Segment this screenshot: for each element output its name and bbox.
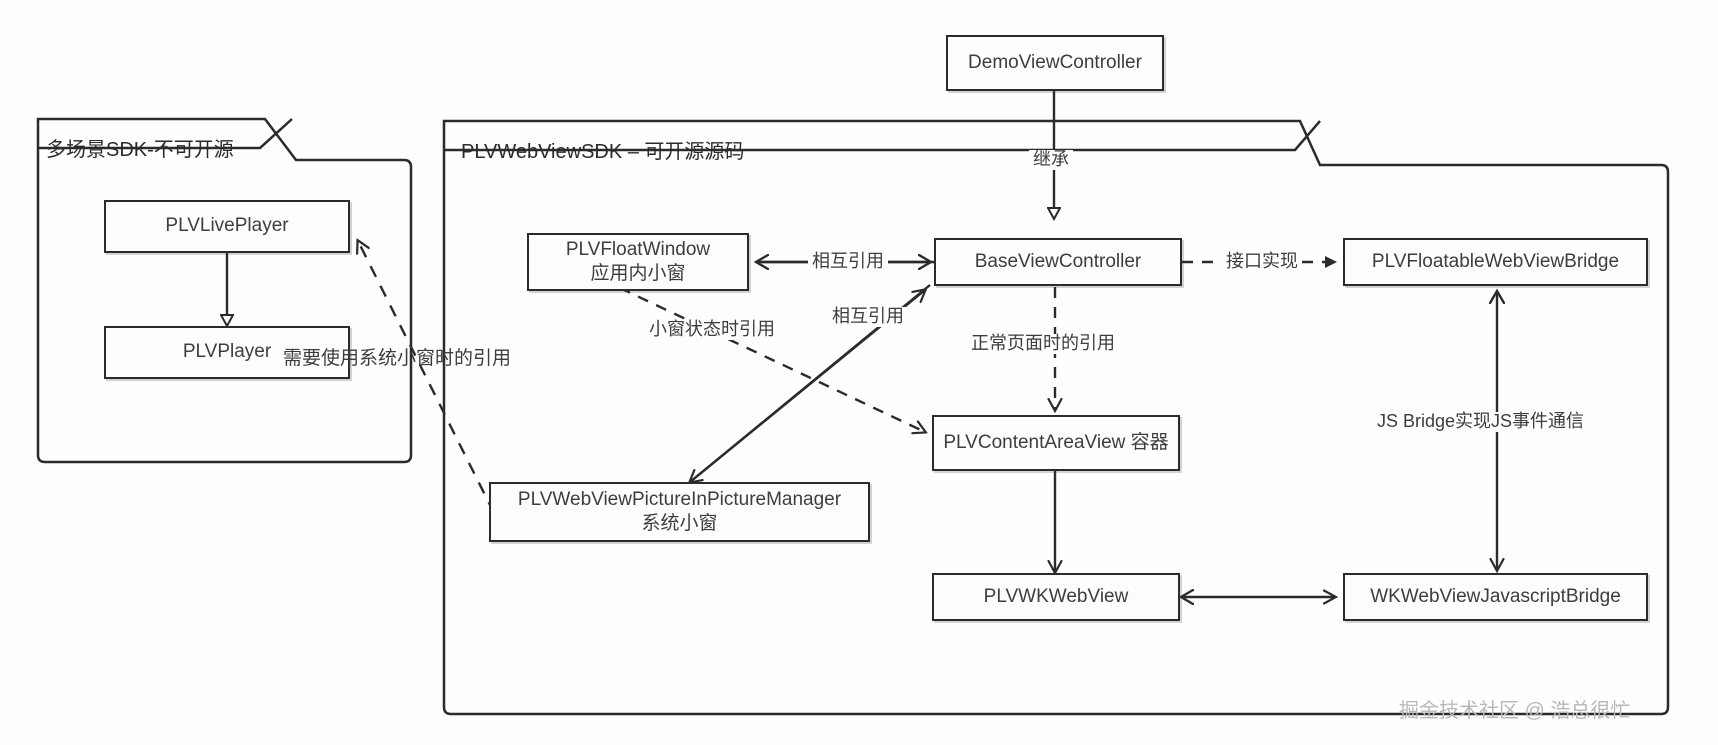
node-label-plv-floatable-webview-bridge: PLVFloatableWebViewBridge bbox=[1371, 250, 1620, 272]
node-label-plv-webview-pip-manager-line1: PLVWebViewPictureInPictureManager bbox=[517, 488, 842, 510]
node-plv-wk-webview[interactable]: PLVWKWebView bbox=[932, 573, 1180, 621]
node-plv-live-player[interactable]: PLVLivePlayer bbox=[104, 200, 350, 253]
node-label-plv-float-window-line2: 应用内小窗 bbox=[590, 263, 686, 284]
edge-float-state-ref bbox=[619, 286, 925, 432]
package-right-outline bbox=[442, 119, 1670, 716]
edge-label-mutual-ref-float: 相互引用 bbox=[808, 251, 888, 272]
node-label-base-view-controller: BaseViewController bbox=[974, 250, 1142, 272]
edge-label-interface-impl: 接口实现 bbox=[1222, 251, 1302, 272]
node-demo-view-controller[interactable]: DemoViewController bbox=[946, 35, 1164, 91]
node-label-wk-webview-javascript-bridge: WKWebViewJavascriptBridge bbox=[1370, 585, 1621, 607]
watermark: 掘金技术社区 @ 浩总很忙 bbox=[1399, 700, 1631, 722]
node-plv-float-window[interactable]: PLVFloatWindow 应用内小窗 bbox=[527, 233, 749, 291]
node-plv-player[interactable]: PLVPlayer bbox=[104, 326, 350, 379]
node-label-plv-wk-webview: PLVWKWebView bbox=[983, 585, 1129, 607]
edge-label-inherit: 继承 bbox=[1029, 149, 1073, 170]
node-plv-floatable-webview-bridge[interactable]: PLVFloatableWebViewBridge bbox=[1343, 238, 1648, 286]
node-label-plv-float-window-line1: PLVFloatWindow bbox=[565, 238, 711, 260]
node-plv-webview-pip-manager[interactable]: PLVWebViewPictureInPictureManager 系统小窗 bbox=[489, 482, 870, 542]
node-label-plv-webview-pip-manager-line2: 系统小窗 bbox=[641, 513, 718, 534]
edge-label-js-bridge: JS Bridge实现JS事件通信 bbox=[1373, 411, 1589, 432]
package-title-left: 多场景SDK-不可开源 bbox=[46, 139, 234, 161]
node-base-view-controller[interactable]: BaseViewController bbox=[934, 238, 1182, 286]
edge-system-float-ref bbox=[358, 241, 496, 514]
node-label-demo-view-controller: DemoViewController bbox=[968, 51, 1142, 73]
edge-label-system-float-ref: 需要使用系统小窗时的引用 bbox=[283, 348, 512, 369]
node-label-plv-player: PLVPlayer bbox=[182, 341, 272, 363]
package-left-outline bbox=[36, 117, 413, 464]
edge-label-float-state-ref: 小窗状态时引用 bbox=[645, 319, 779, 340]
node-label-plv-content-area-view: PLVContentAreaView 容器 bbox=[943, 431, 1169, 453]
edge-label-mutual-ref-pip: 相互引用 bbox=[828, 306, 908, 327]
node-plv-content-area-view[interactable]: PLVContentAreaView 容器 bbox=[932, 415, 1180, 471]
node-wk-webview-javascript-bridge[interactable]: WKWebViewJavascriptBridge bbox=[1343, 573, 1648, 621]
node-label-plv-live-player: PLVLivePlayer bbox=[165, 215, 289, 237]
edge-label-normal-page-ref: 正常页面时的引用 bbox=[967, 333, 1119, 354]
package-title-right: PLVWebViewSDK – 可开源源码 bbox=[461, 141, 745, 163]
